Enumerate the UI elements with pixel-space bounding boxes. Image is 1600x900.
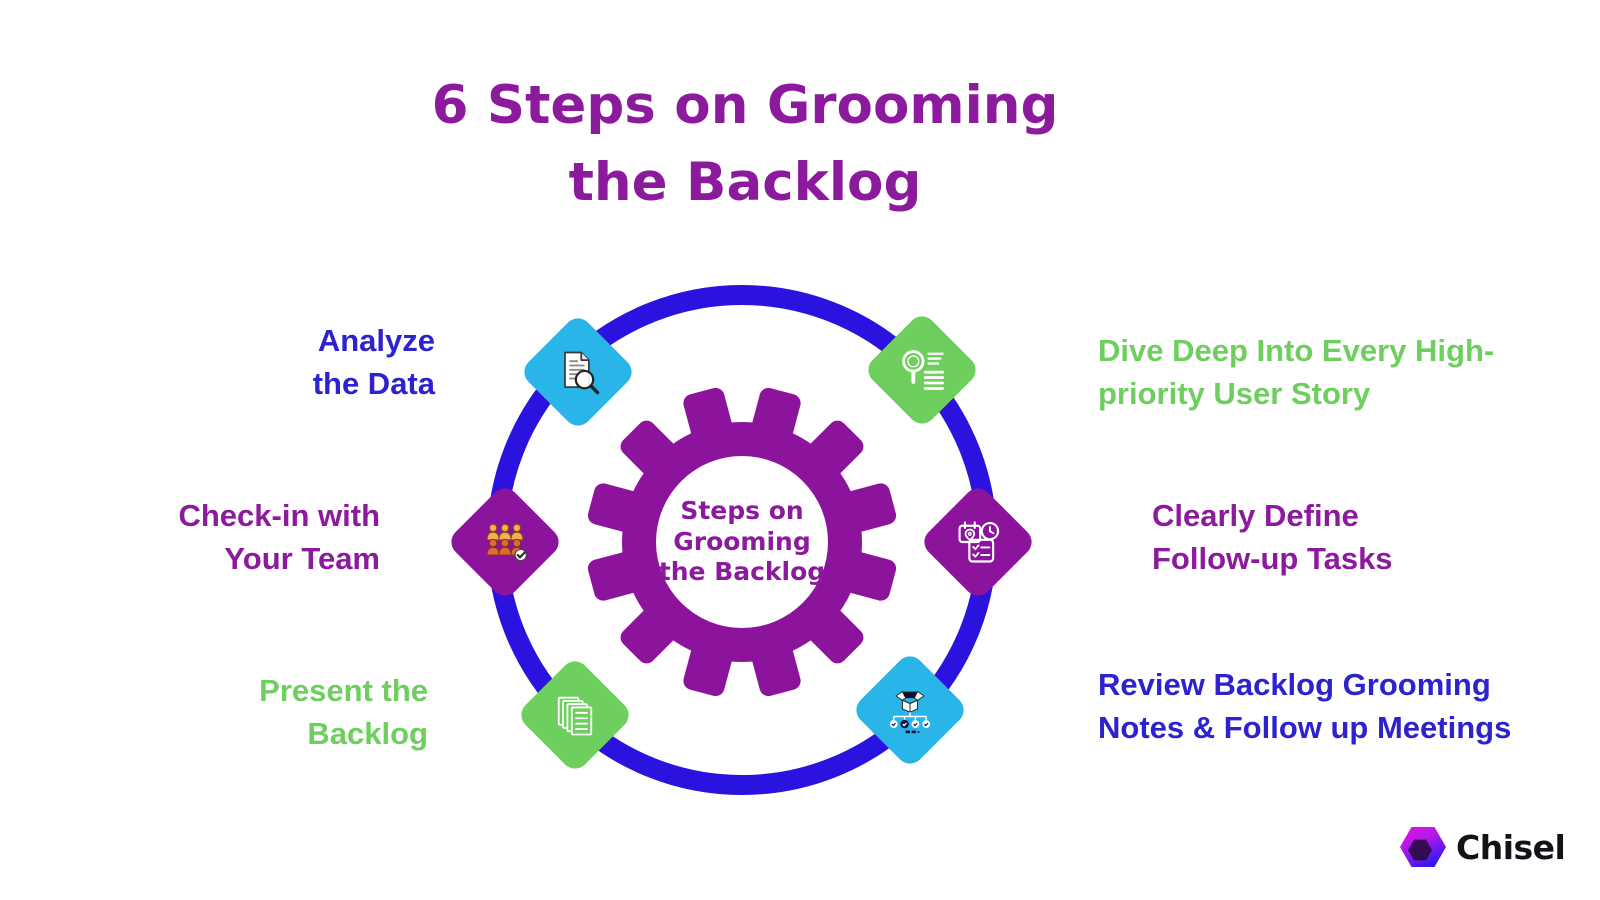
step-label-line: Dive Deep Into Every High- <box>1098 333 1495 368</box>
diamond-review-notes <box>850 650 970 770</box>
step-label-line: Backlog <box>307 715 428 751</box>
calendar-clock-checklist-icon <box>951 515 1005 569</box>
step-label-analyze-the-data: Analyze the Data <box>313 320 435 406</box>
step-label-check-in: Check-in with Your Team <box>178 495 380 581</box>
step-label-line: Analyze <box>317 323 435 358</box>
gear-icon <box>587 387 897 697</box>
step-label-clearly-define: Clearly Define Follow-up Tasks <box>1152 495 1393 581</box>
hub-label: Steps on Grooming the Backlog <box>632 496 852 588</box>
step-label-line: the Data <box>312 365 435 401</box>
hub-label-line2: Grooming <box>673 526 811 556</box>
step-label-line: Check-in with <box>178 498 380 533</box>
step-label-line: Your Team <box>224 540 380 576</box>
diamond-clearly-define <box>918 482 1038 602</box>
page-title: 6 Steps on Grooming the Backlog <box>245 68 1245 222</box>
chisel-logo-text: Chisel <box>1456 827 1566 867</box>
step-label-line: Review Backlog Grooming <box>1098 667 1491 702</box>
document-magnifier-icon <box>551 345 605 399</box>
documents-stack-icon <box>548 688 602 742</box>
hub-label-line3: the Backlog <box>658 557 826 586</box>
step-label-dive-deep: Dive Deep Into Every High- priority User… <box>1098 330 1494 416</box>
diamond-check-in <box>445 482 565 602</box>
step-label-line: Present the <box>259 673 428 708</box>
step-label-line: Follow-up Tasks <box>1152 540 1393 576</box>
diamond-analyze-the-data <box>518 312 638 432</box>
step-label-review-notes: Review Backlog Grooming Notes & Follow u… <box>1098 664 1511 750</box>
team-check-icon <box>478 515 532 569</box>
diamond-present-backlog <box>515 655 635 775</box>
magnifier-list-icon <box>895 343 949 397</box>
chisel-logo: Chisel <box>1398 822 1566 872</box>
step-label-line: Notes & Follow up Meetings <box>1098 709 1512 745</box>
diamond-dive-deep <box>862 310 982 430</box>
open-box-checks-icon <box>883 683 937 737</box>
page-title-line1: 6 Steps on Grooming <box>431 75 1059 136</box>
hub-label-line1: Steps on <box>680 496 804 525</box>
step-label-line: Clearly Define <box>1152 498 1359 533</box>
step-label-present-backlog: Present the Backlog <box>259 670 428 756</box>
page-title-line2: the Backlog <box>568 151 922 213</box>
step-label-line: priority User Story <box>1098 375 1371 411</box>
chisel-hexagon-icon <box>1400 827 1446 867</box>
